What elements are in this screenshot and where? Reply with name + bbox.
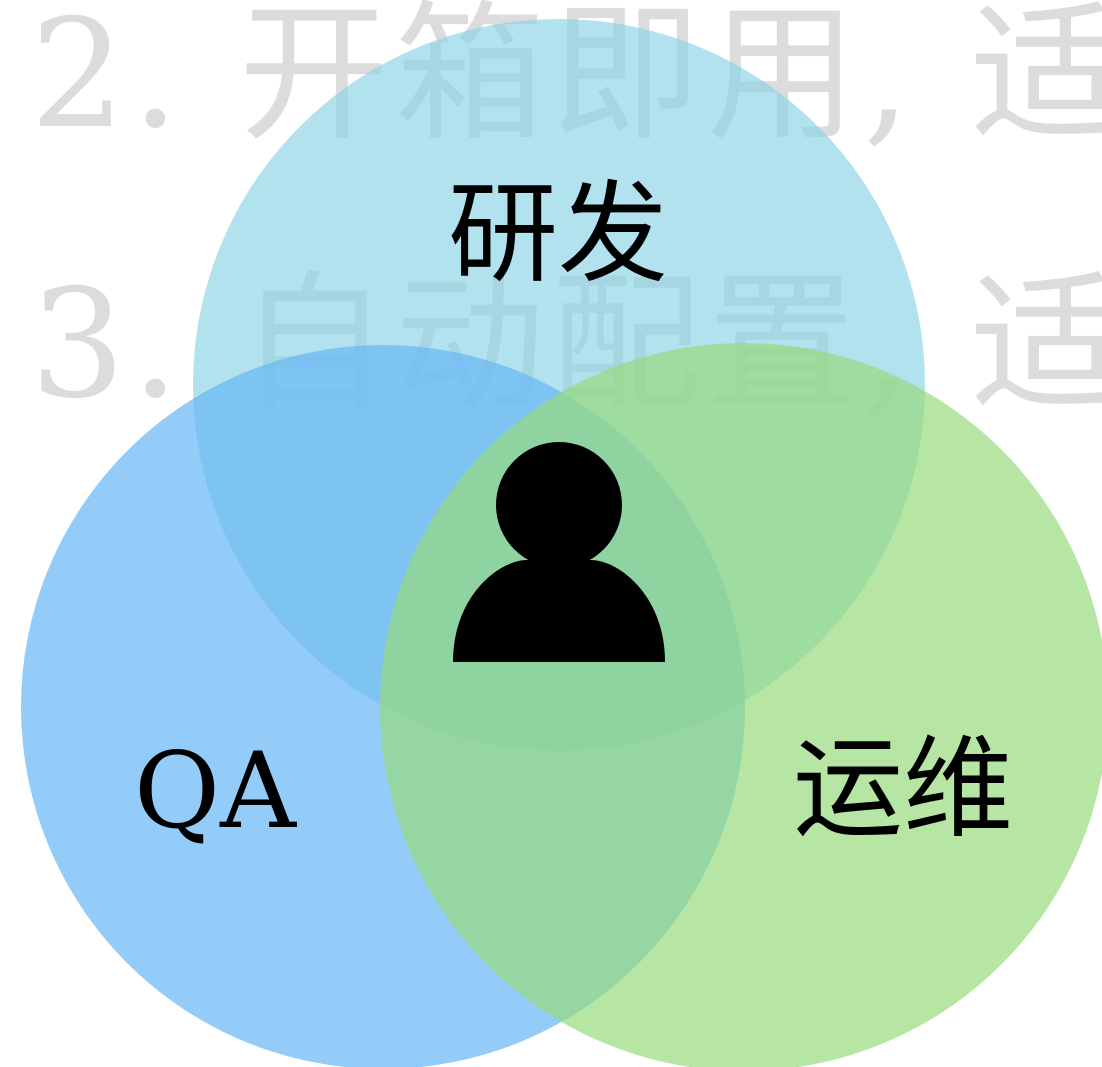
circle-ops	[380, 343, 1102, 1067]
label-ops: 运维	[793, 725, 1013, 853]
label-dev: 研发	[448, 170, 668, 298]
person-body	[453, 560, 665, 662]
label-qa: QA	[134, 730, 297, 852]
person-head	[496, 442, 622, 568]
person-icon	[453, 442, 665, 662]
